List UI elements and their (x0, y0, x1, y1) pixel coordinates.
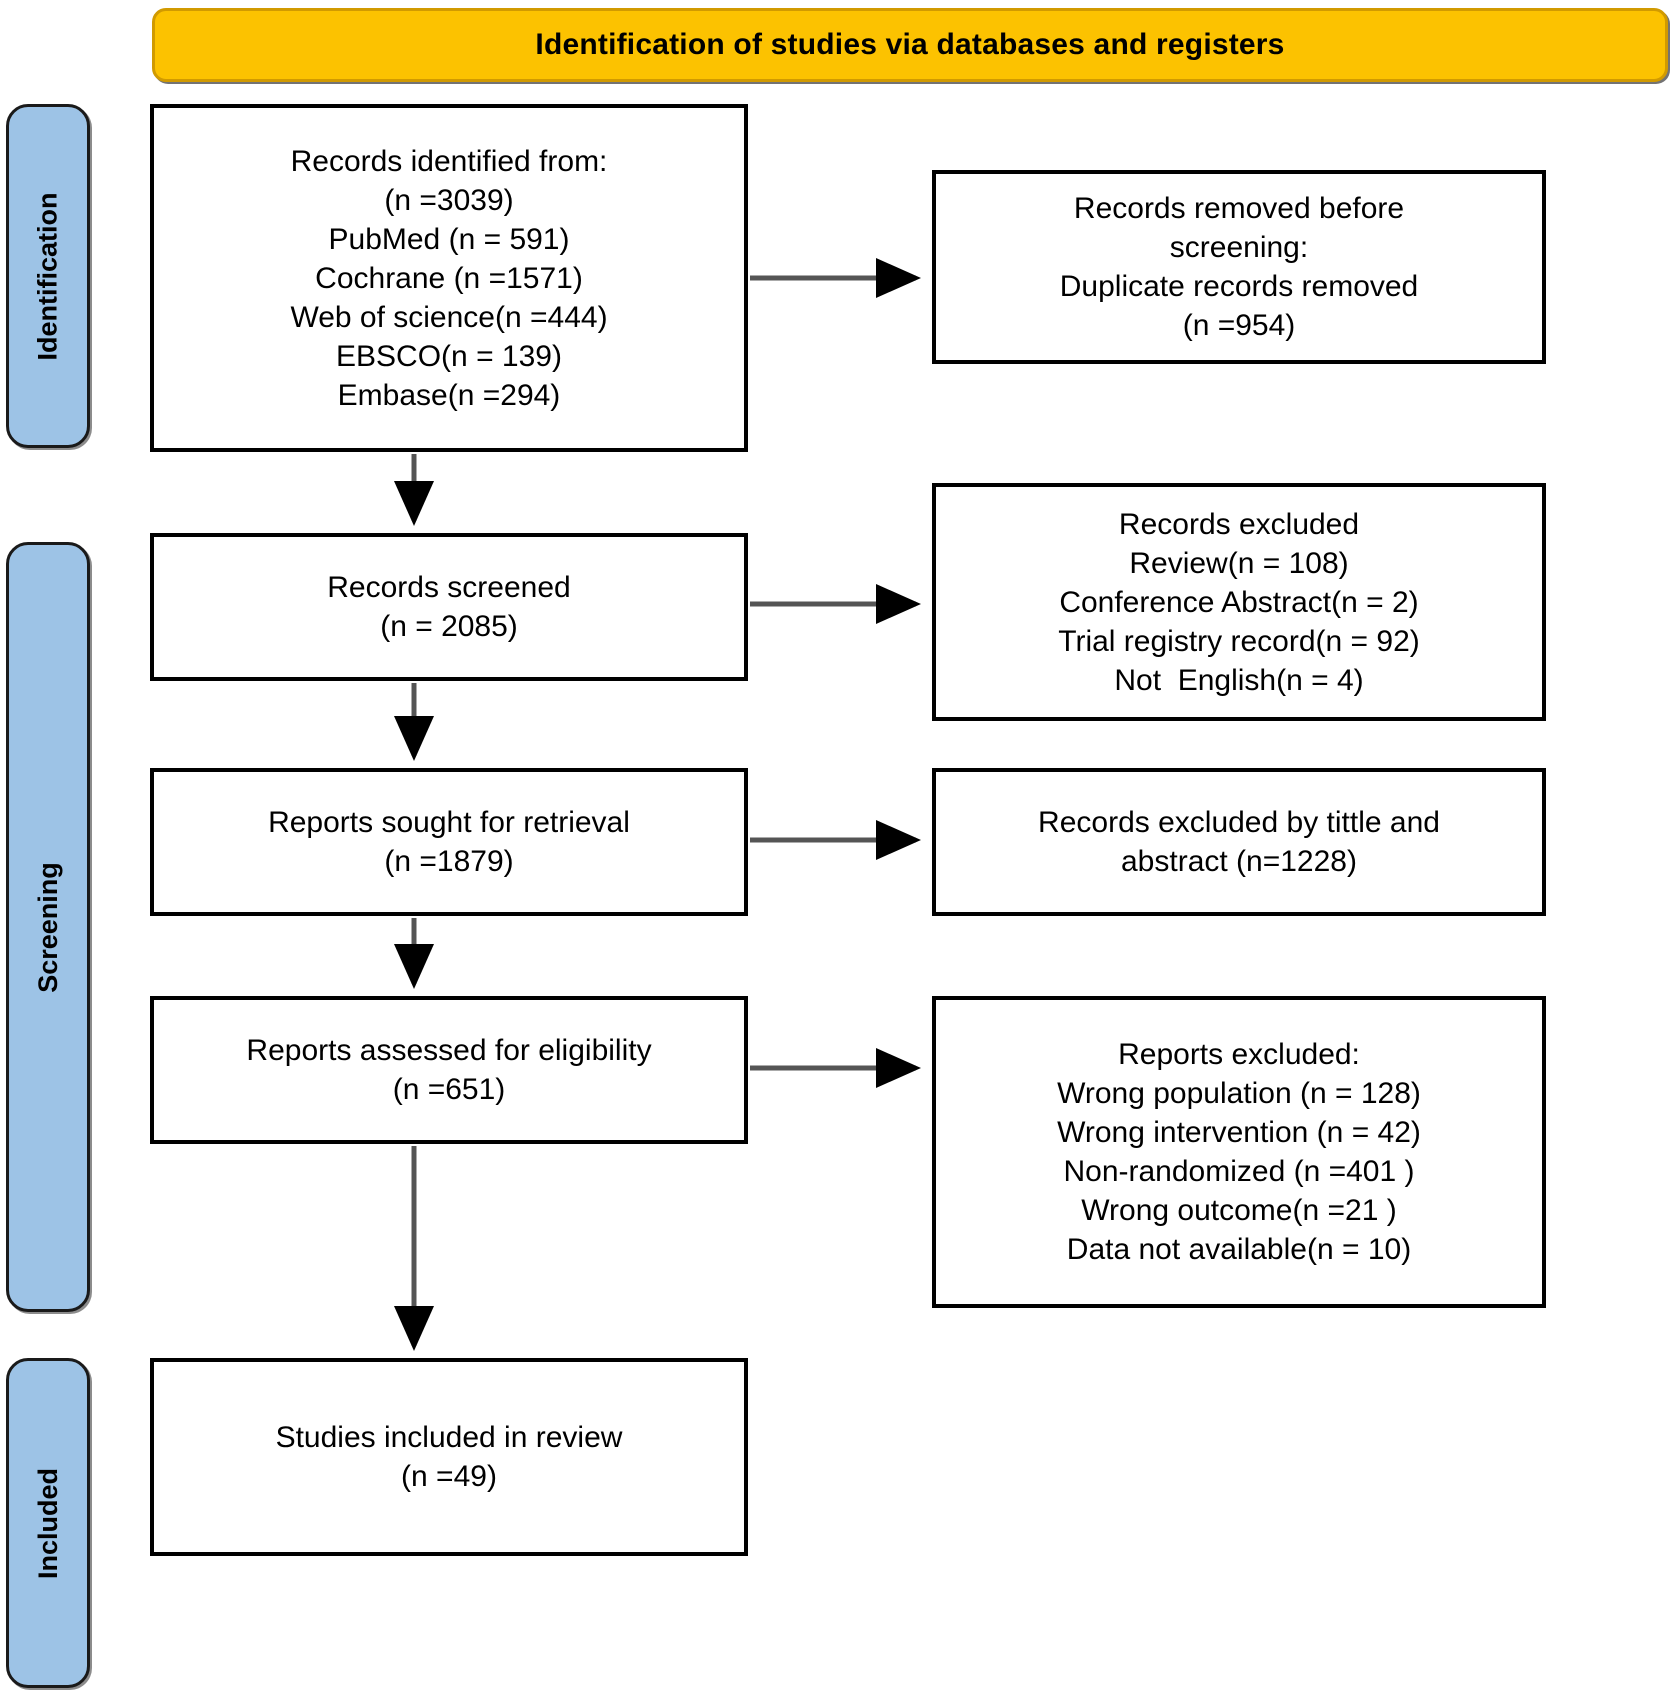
box-records-removed-before-screening: Records removed before screening: Duplic… (932, 170, 1546, 364)
box-line: Records excluded (1118, 507, 1360, 541)
box-studies-included-in-review: Studies included in review (n =49) (150, 1358, 748, 1556)
box-line: abstract (n=1228) (1121, 845, 1357, 878)
box-line-part: Records removed (1073, 192, 1320, 225)
box-line: Records identified from: (290, 144, 608, 178)
box-line: EBSCO(n = 139) (336, 339, 562, 373)
box-line: Studies included in review (275, 1421, 623, 1454)
box-line: (n =954) (1182, 309, 1296, 342)
box-reports-assessed-for-eligibility: Reports assessed for eligibility (n =651… (150, 996, 748, 1144)
box-line: Data not available(n = 10) (1066, 1233, 1412, 1266)
box-line: (n =651) (392, 1073, 506, 1106)
box-reports-excluded: Reports excluded: Wrong population (n = … (932, 996, 1546, 1308)
box-reports-sought-for-retrieval: Reports sought for retrieval (n =1879) (150, 768, 748, 916)
box-line: Cochrane (n =1571) (315, 261, 583, 295)
box-line: PubMed (n = 591) (328, 222, 570, 256)
box-line: Reports assessed for eligibility (246, 1034, 652, 1067)
box-records-excluded-by-title-abstract: Records excluded by tittle and abstract … (932, 768, 1546, 916)
box-line-part-italic: screening (1169, 231, 1300, 264)
box-line: Embase(n =294) (337, 378, 561, 412)
box-line: Non-randomized (n =401 ) (1063, 1155, 1415, 1188)
box-line: Wrong outcome(n =21 ) (1081, 1194, 1397, 1227)
diagram-title-banner: Identification of studies via databases … (152, 8, 1668, 82)
box-line: Not English(n = 4) (1114, 663, 1364, 697)
box-records-screened: Records screened (n = 2085) (150, 533, 748, 681)
box-line: (n =3039) (384, 183, 514, 217)
box-line: Web of science(n =444) (290, 300, 608, 334)
box-line: Wrong population (n = 128) (1057, 1077, 1421, 1110)
box-records-excluded: Records excluded Review(n = 108) Confere… (932, 483, 1546, 721)
page-title: Identification of studies via databases … (535, 28, 1285, 61)
box-line: screening: (1170, 228, 1308, 267)
box-line: Conference Abstract(n = 2) (1059, 585, 1419, 619)
box-line: (n =49) (401, 1460, 497, 1493)
box-records-identified: Records identified from: (n =3039) PubMe… (150, 104, 748, 452)
phase-tab-identification: Identification (6, 104, 90, 448)
box-line: Records screened (327, 571, 571, 604)
box-line: Reports excluded: (1118, 1038, 1360, 1071)
box-line: Records excluded by tittle and (1038, 806, 1440, 839)
box-line: (n =1879) (384, 845, 514, 878)
box-line: Review(n = 108) (1129, 546, 1349, 580)
box-line: Records removed before (1074, 189, 1404, 228)
box-line: Trial registry record(n = 92) (1058, 624, 1420, 658)
box-line: Wrong intervention (n = 42) (1057, 1116, 1421, 1149)
phase-tab-screening: Screening (6, 542, 90, 1312)
box-line-part: : (1299, 231, 1309, 264)
box-line: Duplicate records removed (1059, 270, 1419, 303)
box-line-part-italic: before (1319, 192, 1405, 225)
phase-tab-included: Included (6, 1358, 90, 1688)
box-line: Reports sought for retrieval (268, 806, 630, 839)
box-line: (n = 2085) (380, 610, 518, 643)
